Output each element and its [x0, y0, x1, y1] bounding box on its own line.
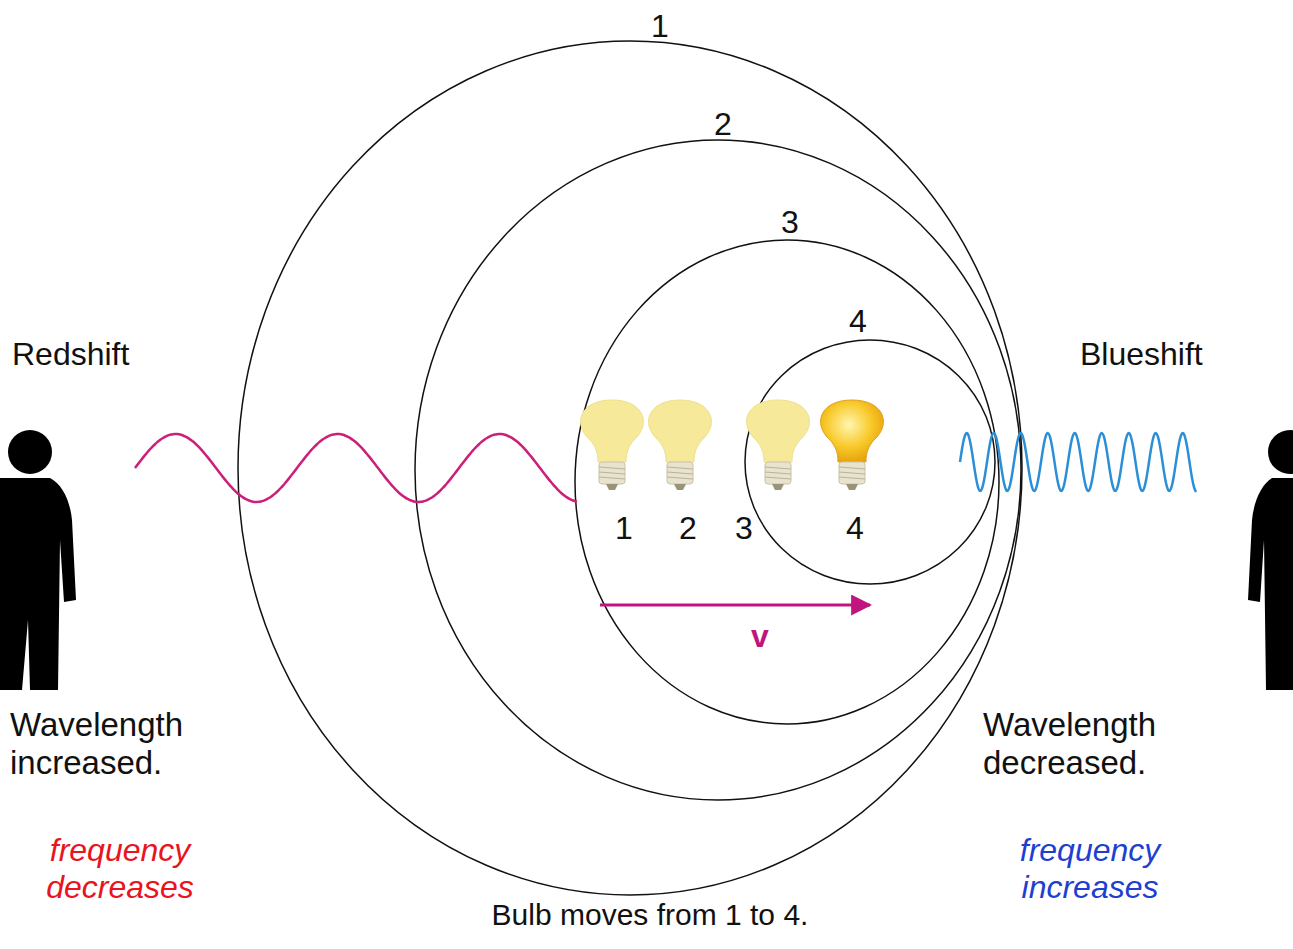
frequency-note: frequency decreases	[20, 832, 220, 906]
frequency-note: frequency increases	[990, 832, 1190, 906]
wavelength-note: Wavelength decreased.	[983, 706, 1223, 782]
bulb-number: 3	[733, 510, 755, 547]
velocity-label: v	[745, 618, 775, 655]
light-bulb	[821, 400, 884, 490]
motion-caption: Bulb moves from 1 to 4.	[440, 898, 860, 933]
velocity-arrow	[600, 604, 870, 607]
observer-left	[0, 430, 76, 690]
bulb-number: 4	[843, 510, 867, 547]
wavefront-number: 3	[775, 204, 805, 241]
wavefront-number: 1	[645, 8, 675, 45]
wavelength-note: Wavelength increased.	[10, 706, 250, 782]
bulb-number: 2	[676, 510, 700, 547]
wavefront-circle	[745, 340, 995, 584]
bulb-number: 1	[612, 510, 636, 547]
blueshift-wave	[960, 433, 1196, 492]
shift-label: Redshift	[12, 336, 172, 373]
light-bulb	[581, 400, 644, 490]
observer-right	[1248, 430, 1293, 690]
wavefront-circle	[238, 41, 1022, 895]
shift-label: Blueshift	[1080, 336, 1280, 373]
wavefront-number: 2	[708, 106, 738, 143]
wavefront-number: 4	[843, 303, 873, 340]
wavefront-circle	[575, 240, 999, 724]
redshift-wave	[135, 434, 577, 502]
wavefront-circle	[415, 140, 1021, 800]
wavefronts	[238, 41, 1022, 895]
light-bulb	[649, 400, 712, 490]
light-bulb	[747, 400, 810, 490]
